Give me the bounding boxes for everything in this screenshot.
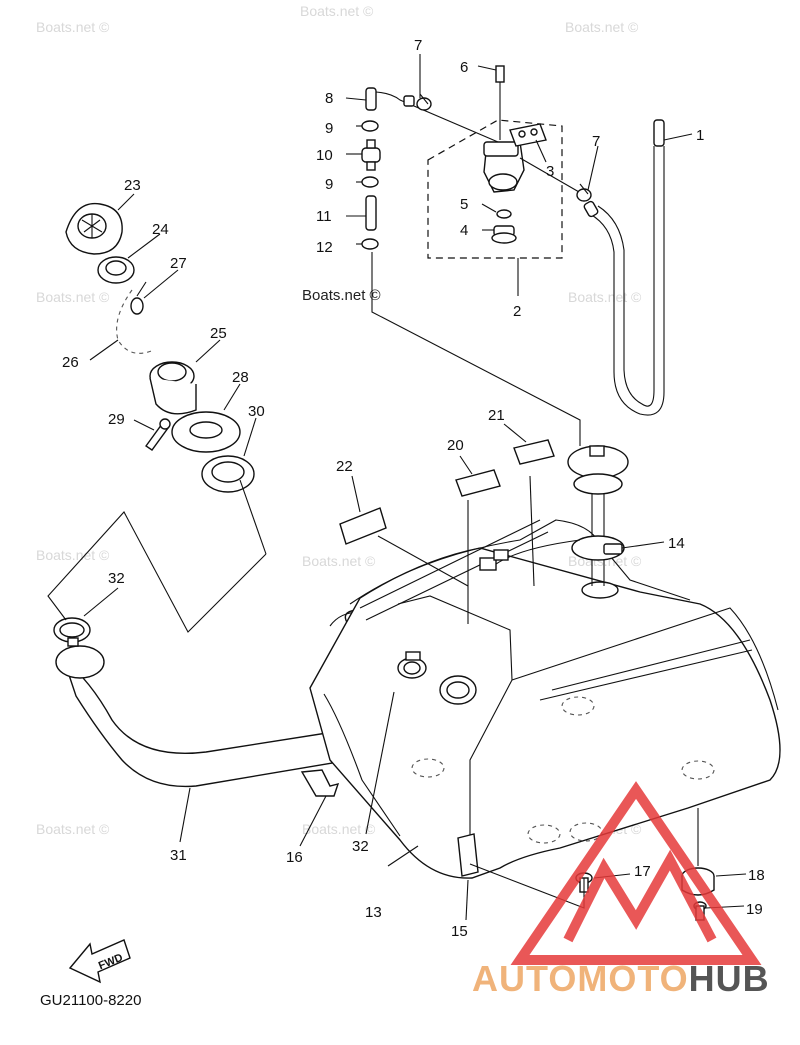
fuel-cock <box>483 65 547 193</box>
callout-27: 27 <box>170 255 187 272</box>
logo-part-2: HUB <box>688 958 770 999</box>
hose-stack <box>356 87 581 446</box>
washer-part <box>496 209 512 219</box>
callout-9: 9 <box>325 120 333 137</box>
filler-hose <box>55 609 396 788</box>
callout-12: 12 <box>316 239 333 256</box>
hose-clamp <box>416 93 432 111</box>
callout-11: 11 <box>316 208 332 225</box>
fuel-cap <box>65 202 123 255</box>
callout-32: 32 <box>352 838 369 855</box>
callout-2: 2 <box>513 303 521 320</box>
filler-gasket <box>201 455 255 493</box>
fuel-hose <box>371 91 499 143</box>
callout-30: 30 <box>248 403 265 420</box>
breather-hose <box>589 119 665 416</box>
fuel-tank <box>309 475 781 879</box>
callout-5: 5 <box>460 196 468 213</box>
watermark: Boats.net © <box>36 19 110 35</box>
callout-numbers: 1 2 3 4 5 6 7 7 8 9 10 9 11 12 13 14 15 … <box>62 37 765 940</box>
watermark: Boats.net © <box>302 821 376 837</box>
cap-chain <box>116 289 155 354</box>
caution-label <box>455 469 501 497</box>
callout-19: 19 <box>746 901 763 918</box>
logo-part-1: AUTOMOTO <box>472 958 689 999</box>
watermark: Boats.net © <box>36 289 110 305</box>
callout-3: 3 <box>546 163 554 180</box>
callout-20: 20 <box>447 437 464 454</box>
callout-1: 1 <box>696 127 704 144</box>
filler-neck <box>149 361 197 415</box>
hose-clamp <box>397 651 427 679</box>
watermark: Boats.net © <box>568 289 642 305</box>
callout-17: 17 <box>634 863 651 880</box>
wire-connector <box>479 539 581 571</box>
hose-bracket <box>300 769 340 797</box>
callout-26: 26 <box>62 354 79 371</box>
callout-23: 23 <box>124 177 141 194</box>
automotohub-logo-icon <box>510 781 762 965</box>
drawing-code: GU21100-8220 <box>40 992 142 1009</box>
callout-32: 32 <box>108 570 125 587</box>
screw-part <box>130 281 147 315</box>
callout-24: 24 <box>152 221 169 238</box>
watermark: Boats.net © <box>565 19 639 35</box>
hose-clamp <box>576 183 592 202</box>
filter-part <box>491 225 517 244</box>
fuel-cock-box <box>427 119 563 259</box>
callout-13: 13 <box>365 904 382 921</box>
callout-7: 7 <box>414 37 422 54</box>
hose-clamp <box>53 617 91 647</box>
forward-arrow-icon: FWD <box>68 939 131 984</box>
logo-wordmark: AUTOMOTOHUB <box>472 958 770 1000</box>
tank-bracket <box>457 833 479 877</box>
callout-25: 25 <box>210 325 227 342</box>
caution-label <box>513 439 555 465</box>
callout-18: 18 <box>748 867 765 884</box>
callout-29: 29 <box>108 411 125 428</box>
callout-4: 4 <box>460 222 468 239</box>
callout-22: 22 <box>336 458 353 475</box>
filler-flange <box>171 411 241 453</box>
leader-lines <box>83 54 747 921</box>
callout-16: 16 <box>286 849 303 866</box>
callout-31: 31 <box>170 847 187 864</box>
callout-15: 15 <box>451 923 468 940</box>
cap-gasket <box>97 256 135 284</box>
watermark: Boats.net © <box>302 287 381 304</box>
watermark: Boats.net © <box>36 821 110 837</box>
callout-6: 6 <box>460 59 468 76</box>
callout-14: 14 <box>668 535 685 552</box>
callout-10: 10 <box>316 147 333 164</box>
callout-21: 21 <box>488 407 505 424</box>
filler-bolt <box>145 418 171 451</box>
callout-9: 9 <box>325 176 333 193</box>
callout-8: 8 <box>325 90 333 107</box>
watermark: Boats.net © <box>36 547 110 563</box>
callout-28: 28 <box>232 369 249 386</box>
callout-7: 7 <box>592 133 600 150</box>
watermark: Boats.net © <box>300 3 374 19</box>
warning-label <box>339 507 387 545</box>
watermark: Boats.net © <box>302 553 376 569</box>
